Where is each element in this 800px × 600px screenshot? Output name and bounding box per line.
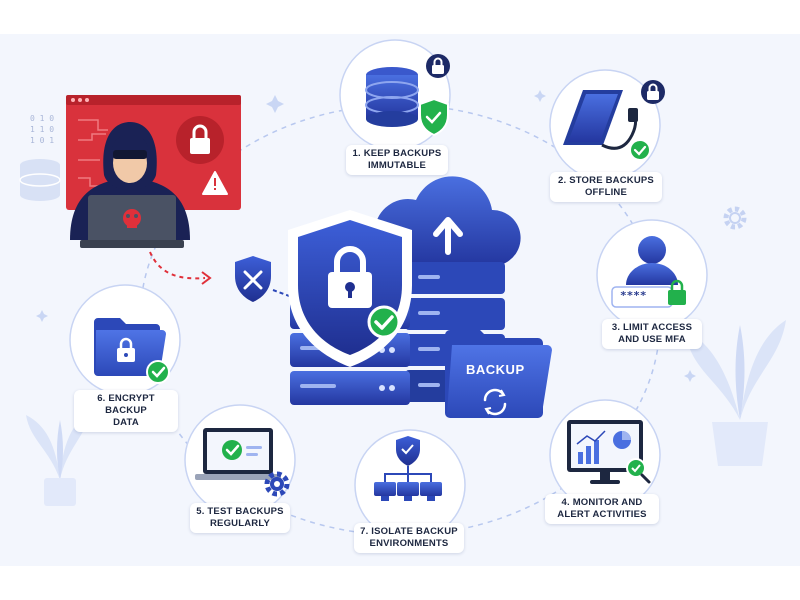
blocked-shield-icon: [235, 256, 271, 302]
step-node-store-offline: [549, 69, 665, 181]
user-mfa-icon: [611, 236, 678, 308]
lock-badge-icon: [426, 54, 450, 78]
backup-folder-label: BACKUP: [466, 362, 525, 377]
database-icon: [19, 159, 61, 201]
gear-icon: [723, 206, 747, 230]
shield-lock-icon: [288, 210, 412, 367]
plant-icon: [685, 320, 786, 466]
laptop-check-icon: [195, 428, 281, 480]
step-node-encrypt: [69, 284, 181, 396]
backup-folder-icon: [445, 330, 552, 418]
step-node-test: [184, 404, 296, 516]
external-drive-icon: [563, 90, 638, 150]
hacker-icon: [70, 122, 190, 248]
binary-code: 0 1 0 1 1 0 1 0 1: [30, 114, 55, 145]
lock-badge-icon: [641, 80, 665, 104]
monitor-chart-icon: [567, 420, 643, 484]
database-icon: [365, 67, 419, 127]
attack-path: [149, 251, 206, 280]
step-node-keep-immutable: [339, 39, 451, 151]
encrypted-folder-icon: [94, 318, 166, 376]
step-node-limit-access: [596, 219, 708, 331]
password-mask: ****: [620, 289, 647, 302]
step-node-monitor: [549, 399, 661, 511]
step-node-isolate: [354, 429, 466, 541]
network-shield-icon: [374, 436, 442, 501]
sparkle-decorations: [36, 90, 696, 382]
gear-icon: [264, 471, 290, 497]
